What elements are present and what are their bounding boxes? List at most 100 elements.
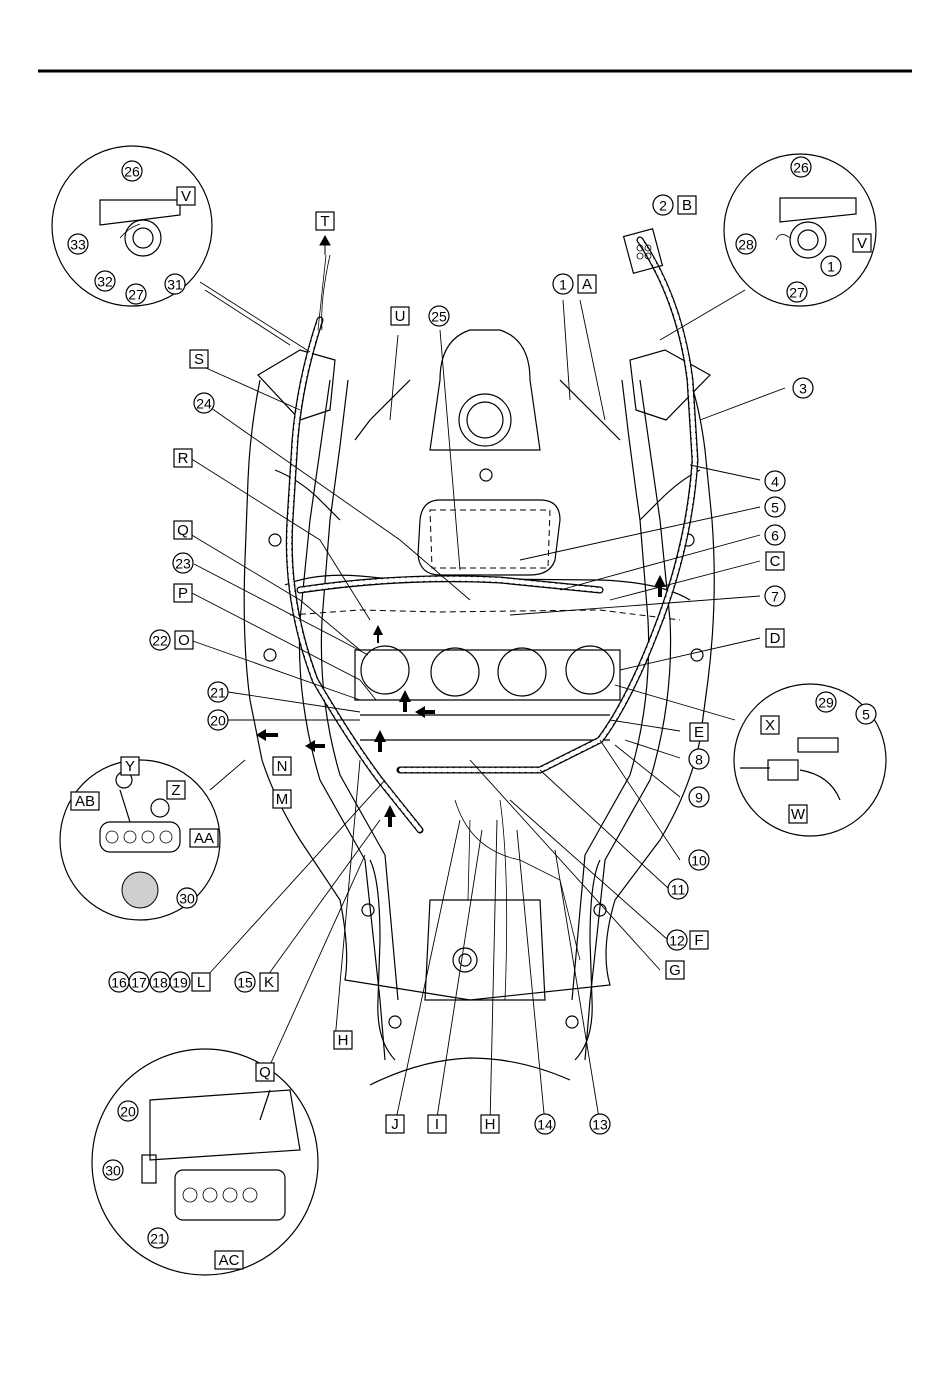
callout-n28: 28 (736, 234, 756, 254)
callout-letter: W (791, 806, 806, 823)
callout-letter: L (197, 974, 205, 991)
callout-labels: 26V3332273126V28127TU252B1AS24RQ23P22O21… (68, 157, 876, 1269)
callout-n30_detail: 30 (103, 1160, 123, 1180)
callout-number: 29 (818, 695, 834, 711)
callout-number: 2 (659, 198, 667, 214)
callout-number: 7 (771, 589, 779, 605)
callout-letter: C (770, 553, 781, 570)
callout-k: K (260, 973, 278, 991)
callout-n10: 10 (689, 850, 709, 870)
callout-j: J (386, 1115, 404, 1133)
frame-drawing (244, 330, 714, 1085)
callout-letter: H (485, 1116, 496, 1133)
callout-n_lbl: N (273, 757, 291, 775)
callout-number: 6 (771, 528, 779, 544)
callout-number: 12 (669, 933, 685, 949)
callout-c: C (766, 552, 784, 570)
callout-number: 30 (105, 1163, 121, 1179)
callout-e: E (690, 723, 708, 741)
callout-n32: 32 (95, 271, 115, 291)
callout-d: D (766, 629, 784, 647)
callout-h2: H (481, 1115, 499, 1133)
callout-number: 26 (793, 160, 809, 176)
callout-q_detail: Q (256, 1063, 274, 1081)
callout-n5_right: 5 (856, 704, 876, 724)
callout-n26_tl: 26 (122, 161, 142, 181)
callout-n8: 8 (689, 749, 709, 769)
callout-letter: B (682, 197, 692, 214)
callout-v_tr: V (853, 234, 871, 252)
callout-number: 20 (120, 1104, 136, 1120)
callout-q: Q (174, 521, 192, 539)
callout-letter: F (694, 932, 703, 949)
callout-number: 14 (537, 1117, 553, 1133)
callout-n6: 6 (765, 525, 785, 545)
callout-letter: Z (171, 782, 180, 799)
callout-n15: 15 (235, 972, 255, 992)
callout-letter: J (391, 1116, 399, 1133)
callout-v_tl: V (177, 187, 195, 205)
callout-n16: 16 (109, 972, 129, 992)
callout-number: 4 (771, 474, 779, 490)
callout-p: P (174, 584, 192, 602)
callout-number: 30 (179, 891, 195, 907)
callout-n13: 13 (590, 1114, 610, 1134)
callout-number: 1 (827, 259, 835, 275)
callout-letter: U (395, 308, 406, 325)
callout-y: Y (121, 757, 139, 775)
callout-n18: 18 (150, 972, 170, 992)
callout-letter: R (178, 450, 189, 467)
callout-number: 24 (196, 396, 212, 412)
callout-number: 33 (70, 237, 86, 253)
callout-letter: V (857, 235, 867, 252)
callout-n25: 25 (429, 306, 449, 326)
callout-ab: AB (71, 792, 99, 810)
callout-n14: 14 (535, 1114, 555, 1134)
callout-n12: 12 (667, 930, 687, 950)
callout-s: S (190, 350, 208, 368)
callout-number: 26 (124, 164, 140, 180)
callout-number: 27 (128, 287, 144, 303)
callout-letter: V (181, 188, 191, 205)
callout-number: 16 (111, 975, 127, 991)
callout-w: W (789, 805, 807, 823)
callout-number: 21 (150, 1231, 166, 1247)
callout-number: 28 (738, 237, 754, 253)
callout-b: B (678, 196, 696, 214)
callout-l: L (192, 973, 210, 991)
callout-n27_tr: 27 (787, 282, 807, 302)
callout-n4: 4 (765, 471, 785, 491)
callout-number: 10 (691, 853, 707, 869)
callout-o: O (175, 631, 193, 649)
callout-n11: 11 (668, 879, 688, 899)
callout-n33: 33 (68, 234, 88, 254)
callout-n17: 17 (129, 972, 149, 992)
callout-number: 9 (695, 790, 703, 806)
callout-number: 25 (431, 309, 447, 325)
callout-n29: 29 (816, 692, 836, 712)
wire-harness (289, 240, 695, 1000)
callout-number: 22 (152, 633, 168, 649)
callout-h1: H (334, 1031, 352, 1049)
callout-letter: N (277, 758, 288, 775)
callout-letter: H (338, 1032, 349, 1049)
callout-letter: Q (259, 1064, 271, 1081)
callout-n22: 22 (150, 630, 170, 650)
callout-aa: AA (190, 829, 218, 847)
callout-n19: 19 (170, 972, 190, 992)
callout-x: X (761, 716, 779, 734)
callout-letter: E (694, 724, 704, 741)
callout-n31: 31 (165, 274, 185, 294)
callout-n2: 2 (653, 195, 673, 215)
callout-n24: 24 (194, 393, 214, 413)
callout-n27_tl: 27 (126, 284, 146, 304)
callout-r: R (174, 449, 192, 467)
callout-z: Z (167, 781, 185, 799)
callout-letter: AB (75, 793, 95, 810)
callout-m: M (273, 790, 291, 808)
callout-n3: 3 (793, 378, 813, 398)
callout-n21: 21 (208, 682, 228, 702)
callout-letter: AC (219, 1252, 240, 1269)
callout-number: 31 (167, 277, 183, 293)
